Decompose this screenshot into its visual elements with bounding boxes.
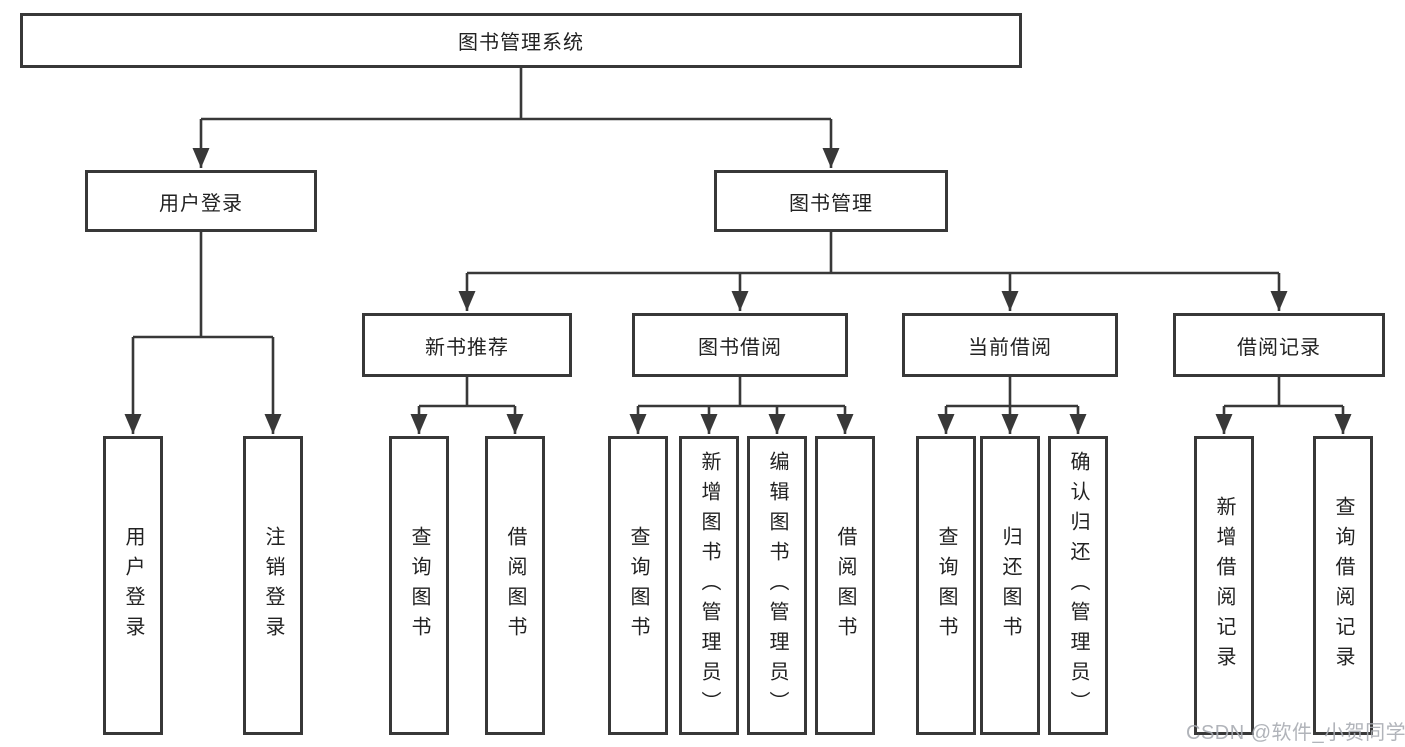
- leaf-borrow-query-books: 查询图书: [608, 436, 668, 735]
- leaf-logout: 注销登录: [243, 436, 303, 735]
- node-borrow-records-label: 借阅记录: [1237, 336, 1321, 359]
- node-current-borrow-label: 当前借阅: [968, 336, 1052, 359]
- node-root-system-label: 图书管理系统: [458, 32, 584, 54]
- leaf-current-confirm-return-admin-label: 确认归还（管理员）: [1067, 450, 1089, 721]
- node-user-login-label: 用户登录: [159, 192, 243, 215]
- leaf-recommend-borrow-books: 借阅图书: [485, 436, 545, 735]
- node-new-book-recommend: 新书推荐: [362, 313, 572, 377]
- node-book-borrow-label: 图书借阅: [698, 336, 782, 359]
- leaf-records-query-record-label: 查询借阅记录: [1332, 495, 1354, 676]
- leaf-user-login: 用户登录: [103, 436, 163, 735]
- node-new-book-recommend-label: 新书推荐: [425, 336, 509, 359]
- leaf-current-return-books-label: 归还图书: [999, 525, 1021, 646]
- node-book-borrow: 图书借阅: [632, 313, 848, 377]
- leaf-recommend-query-books: 查询图书: [389, 436, 449, 735]
- node-user-login: 用户登录: [85, 170, 317, 232]
- leaf-current-return-books: 归还图书: [980, 436, 1040, 735]
- leaf-current-confirm-return-admin: 确认归还（管理员）: [1048, 436, 1108, 735]
- leaf-recommend-query-books-label: 查询图书: [408, 525, 430, 646]
- leaf-borrow-edit-books-admin-label: 编辑图书（管理员）: [766, 450, 788, 721]
- node-book-management-label: 图书管理: [789, 192, 873, 215]
- leaf-user-login-label: 用户登录: [122, 525, 144, 646]
- csdn-watermark: CSDN @软件_小贺同学: [1186, 722, 1405, 744]
- leaf-records-query-record: 查询借阅记录: [1313, 436, 1373, 735]
- leaf-borrow-borrow-books-label: 借阅图书: [834, 525, 856, 646]
- node-root-system: 图书管理系统: [20, 13, 1022, 68]
- leaf-borrow-add-books-admin: 新增图书（管理员）: [679, 436, 739, 735]
- leaf-borrow-edit-books-admin: 编辑图书（管理员）: [747, 436, 807, 735]
- leaf-borrow-add-books-admin-label: 新增图书（管理员）: [698, 450, 720, 721]
- leaf-borrow-borrow-books: 借阅图书: [815, 436, 875, 735]
- leaf-current-query-books-label: 查询图书: [935, 525, 957, 646]
- leaf-logout-label: 注销登录: [262, 525, 284, 646]
- leaf-current-query-books: 查询图书: [916, 436, 976, 735]
- node-book-management: 图书管理: [714, 170, 948, 232]
- leaf-records-add-record: 新增借阅记录: [1194, 436, 1254, 735]
- node-borrow-records: 借阅记录: [1173, 313, 1385, 377]
- leaf-borrow-query-books-label: 查询图书: [627, 525, 649, 646]
- node-current-borrow: 当前借阅: [902, 313, 1118, 377]
- leaf-recommend-borrow-books-label: 借阅图书: [504, 525, 526, 646]
- leaf-records-add-record-label: 新增借阅记录: [1213, 495, 1235, 676]
